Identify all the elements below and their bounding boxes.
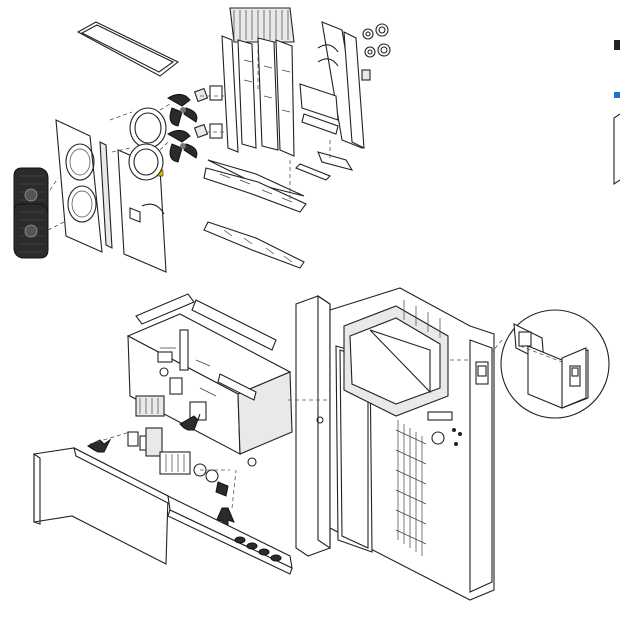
ventilation-grille bbox=[395, 411, 462, 556]
small-plate bbox=[295, 151, 354, 181]
base-tray bbox=[203, 159, 307, 213]
top-bracket-bars bbox=[135, 293, 277, 351]
service-valves bbox=[361, 23, 391, 81]
fan-guard-lower bbox=[13, 203, 49, 259]
front-cover-panel bbox=[33, 446, 171, 565]
electrical-control-box bbox=[126, 313, 293, 455]
detail-callout bbox=[500, 309, 610, 419]
fan-motor-lower bbox=[193, 123, 223, 139]
right-side-panel bbox=[317, 21, 365, 149]
fan-motor-upper bbox=[193, 85, 223, 103]
indoor-cabinet-body bbox=[329, 287, 495, 601]
indoor-unit-exploded-view bbox=[33, 287, 495, 601]
fan-shroud-lower bbox=[128, 143, 164, 181]
top-cover-panel bbox=[76, 21, 180, 77]
heat-exchanger-coil bbox=[221, 7, 295, 157]
base-rail bbox=[203, 221, 305, 269]
insertion-arrow-mid bbox=[179, 413, 201, 431]
fan-blade-lower bbox=[166, 130, 198, 163]
callout-leader bbox=[491, 339, 503, 353]
divider-strip bbox=[99, 141, 113, 249]
control-box-outdoor bbox=[299, 83, 339, 135]
insertion-arrow-left bbox=[87, 438, 112, 453]
front-panel-fan-openings bbox=[55, 119, 103, 253]
edge-fragment bbox=[613, 40, 620, 186]
fan-shroud-upper bbox=[129, 107, 167, 149]
side-access-panel bbox=[117, 149, 167, 273]
outdoor-unit-exploded-view bbox=[13, 7, 391, 273]
indoor-cabinet-side-panel bbox=[295, 294, 331, 557]
terminal-blocks bbox=[127, 427, 257, 497]
fan-blade-upper bbox=[166, 94, 198, 127]
bottom-tray-with-ports bbox=[167, 495, 293, 575]
